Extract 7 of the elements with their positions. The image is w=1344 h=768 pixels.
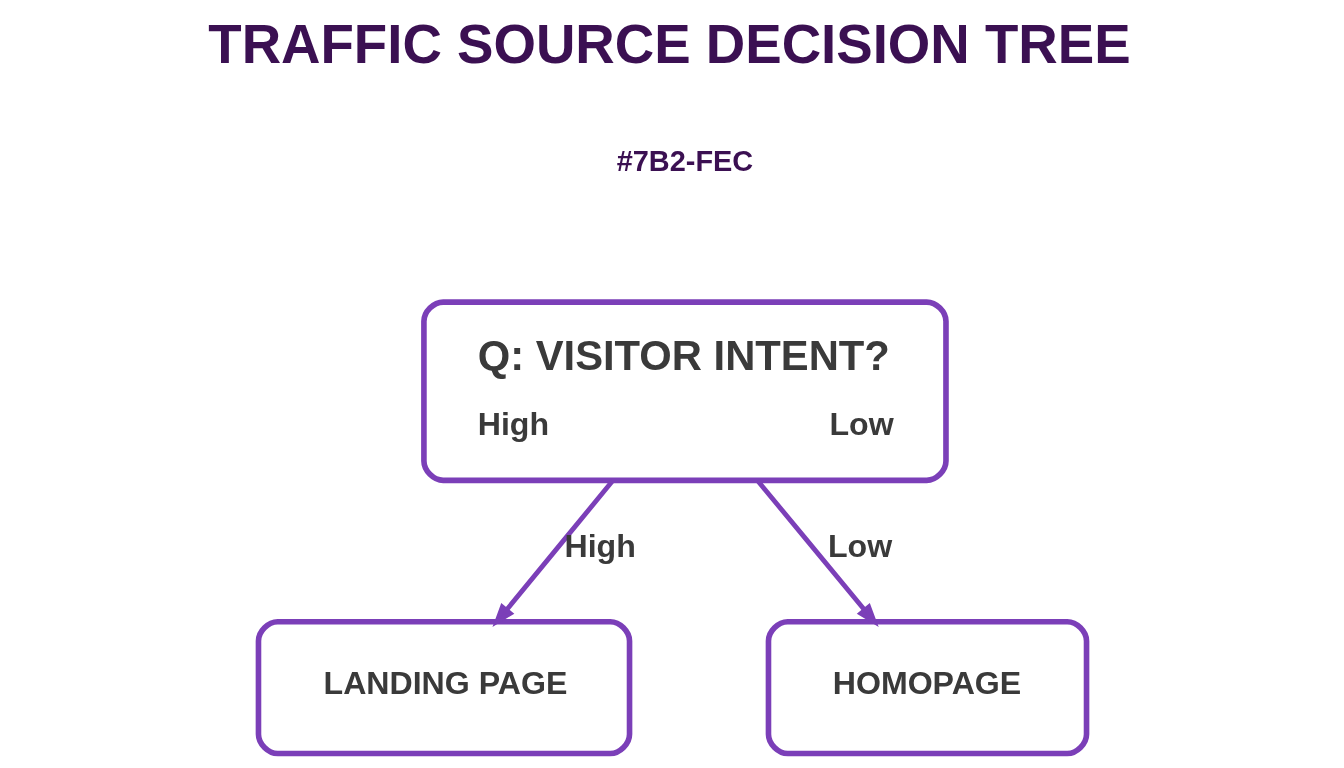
node-box: HOMOPAGE (765, 618, 1089, 757)
label: #7B2-FEC (616, 145, 753, 177)
edge-label: High (563, 528, 636, 565)
node-box: Q: VISITOR INTENT? High Low (420, 299, 949, 484)
node-box: LANDING PAGE (255, 618, 632, 757)
diagram-title: TRAFFIC SOURCE DECISION TREE (207, 14, 1131, 76)
edge-label: Low (827, 528, 892, 565)
